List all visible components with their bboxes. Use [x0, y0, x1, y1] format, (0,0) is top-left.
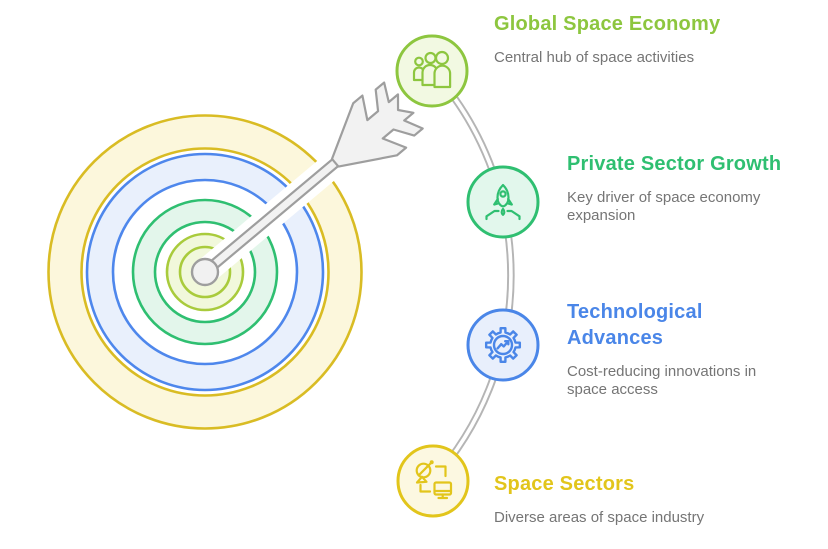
step-description: Central hub of space activities — [494, 49, 695, 66]
outer-ring-inner-border — [80, 147, 330, 397]
connector-curve — [428, 66, 515, 485]
rocket-launch-icon — [485, 183, 521, 221]
node-private-sector-growth — [466, 165, 540, 239]
node-space-sectors — [396, 444, 470, 518]
step-description: Diverse areas of space industry — [494, 509, 705, 526]
step-description: Cost-reducing innovations in space acces… — [567, 363, 757, 398]
node-technological-advances — [466, 308, 540, 382]
connector-outer-line — [428, 66, 515, 485]
bullseye-inner-circle — [178, 245, 232, 299]
green-ring-fill — [133, 200, 277, 344]
arrow — [190, 81, 424, 287]
step-global-space-economy: Global Space Economy Central hub of spac… — [494, 11, 739, 67]
step-private-sector-growth: Private Sector Growth Key driver of spac… — [567, 151, 817, 225]
outer-ring-fill — [48, 115, 362, 429]
blue-ring-fill — [87, 154, 323, 390]
arrow-impact-point — [190, 257, 220, 287]
outer-ring-border — [47, 114, 363, 430]
step-technological-advances: Technological Advances Cost-reducing inn… — [567, 299, 785, 399]
blue-ring-border — [85, 152, 325, 392]
node-circle — [396, 444, 470, 518]
green-ring-inner-border — [153, 220, 257, 324]
arrow-fletching — [330, 81, 424, 168]
step-title: Technological Advances — [567, 301, 703, 349]
gear-growth-icon — [484, 326, 522, 364]
connector-inner-line — [430, 68, 513, 483]
step-title: Space Sectors — [494, 473, 635, 495]
satellite-monitor-icon — [415, 460, 453, 500]
node-circle — [466, 165, 540, 239]
people-group-icon — [412, 50, 452, 89]
step-title: Global Space Economy — [494, 13, 721, 35]
step-space-sectors: Space Sectors Diverse areas of space ind… — [494, 471, 764, 527]
step-description: Key driver of space economy expansion — [567, 189, 761, 224]
blue-ring-inner-border — [111, 178, 299, 366]
green-ring-border — [131, 198, 279, 346]
step-title: Private Sector Growth — [567, 153, 782, 175]
node-global-space-economy — [395, 34, 469, 108]
